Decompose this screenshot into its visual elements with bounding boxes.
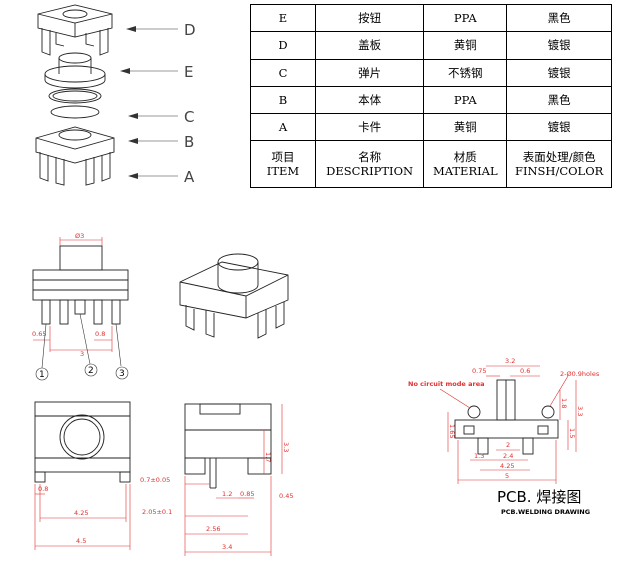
dim-label: 3.4 — [222, 543, 232, 551]
header-cn: 项目 — [271, 150, 295, 165]
callout-label: A — [184, 168, 195, 186]
table-cell: D — [250, 31, 316, 60]
header-en: FINSH/COLOR — [514, 164, 604, 179]
part-dome — [48, 88, 102, 119]
pcb-dim: 0.75 — [472, 367, 486, 375]
dim-label: 1.2 — [222, 490, 232, 498]
pcb-drawing: 3.2 0.75 0.6 2-Ø0.9holes No circuit mode… — [408, 357, 600, 484]
pcb-dim: 3.3 — [576, 406, 584, 416]
table-cell: 镀银 — [506, 31, 612, 60]
exploded-view: D E C B A — [35, 4, 196, 186]
pin-number: 3 — [119, 369, 125, 379]
pcb-dim: 1.65 — [448, 424, 456, 438]
header-en: ITEM — [266, 164, 300, 179]
front-view: Ø3 0.65 3 0.8 1 2 3 — [32, 232, 129, 381]
pcb-dim: 3.2 — [505, 357, 515, 365]
table-cell: 黄铜 — [423, 113, 508, 142]
table-cell: A — [250, 113, 316, 142]
table-cell: 盖板 — [314, 31, 425, 60]
side-view: 3.3 1.7 0.7±0.05 1.2 0.85 0.45 2.05±0.1 … — [140, 403, 293, 556]
callout-label: D — [184, 21, 196, 39]
dim-label: 1.7 — [264, 452, 272, 462]
dim-label: 0.8 — [38, 485, 48, 493]
pcb-dim: 1.5 — [568, 428, 576, 438]
table-cell: PPA — [423, 3, 508, 33]
table-cell: 弹片 — [314, 58, 425, 87]
part-cover-plate — [37, 4, 113, 56]
table-cell: B — [250, 85, 316, 115]
dim-label: 2.05±0.1 — [142, 508, 172, 516]
header-en: DESCRIPTION — [326, 164, 414, 179]
pin-number: 2 — [88, 366, 94, 376]
pcb-note: No circuit mode area — [408, 380, 484, 388]
table-cell: 不锈钢 — [423, 58, 508, 87]
table-cell: 黑色 — [506, 85, 612, 115]
dim-label: 4.25 — [74, 509, 88, 517]
dim-label: 2.56 — [206, 525, 220, 533]
dim-label: Ø3 — [75, 232, 84, 240]
pin-number: 1 — [39, 370, 45, 380]
pcb-dim: 2 — [506, 441, 510, 449]
pcb-dim: 2-Ø0.9holes — [560, 370, 600, 378]
table-cell: 卡件 — [314, 113, 425, 142]
header-cn: 名称 — [358, 150, 382, 165]
callout-label: E — [184, 63, 193, 81]
dim-label: 0.7±0.05 — [140, 476, 170, 484]
pcb-dim: 0.6 — [520, 367, 530, 375]
dim-label: 3 — [80, 350, 84, 358]
callout-label: B — [184, 133, 194, 151]
dim-label: 3.3 — [282, 442, 290, 452]
dim-label: 0.8 — [95, 330, 105, 338]
table-cell: 黄铜 — [423, 31, 508, 60]
callout-arrows — [120, 26, 178, 179]
dim-label: 4.5 — [76, 537, 86, 545]
dim-label: 0.85 — [240, 490, 254, 498]
pcb-subtitle: PCB.WELDING DRAWING — [501, 508, 591, 516]
pcb-title: PCB. 焊接图 — [497, 488, 582, 506]
pcb-dim: 2.4 — [503, 452, 513, 460]
pcb-dim: 4.25 — [500, 462, 514, 470]
table-cell: 镀银 — [506, 113, 612, 142]
dim-label: 0.45 — [279, 492, 293, 500]
top-view: 0.8 4.25 4.5 — [34, 401, 131, 550]
table-cell: 镀银 — [506, 58, 612, 87]
table-cell: PPA — [423, 85, 508, 115]
isometric-view — [179, 253, 289, 339]
header-en: MATERIAL — [432, 164, 498, 179]
part-button — [44, 52, 106, 89]
header-cn: 材质 — [453, 150, 477, 165]
pcb-dim: 1.8 — [560, 398, 568, 408]
pcb-dim: 5 — [505, 472, 509, 480]
header-cn: 表面处理/颜色 — [522, 150, 596, 165]
callout-label: C — [184, 108, 194, 126]
dim-label: 0.65 — [32, 330, 46, 338]
table-cell: 本体 — [314, 85, 425, 115]
pcb-dim: 1.3 — [474, 452, 484, 460]
part-body — [35, 126, 115, 186]
